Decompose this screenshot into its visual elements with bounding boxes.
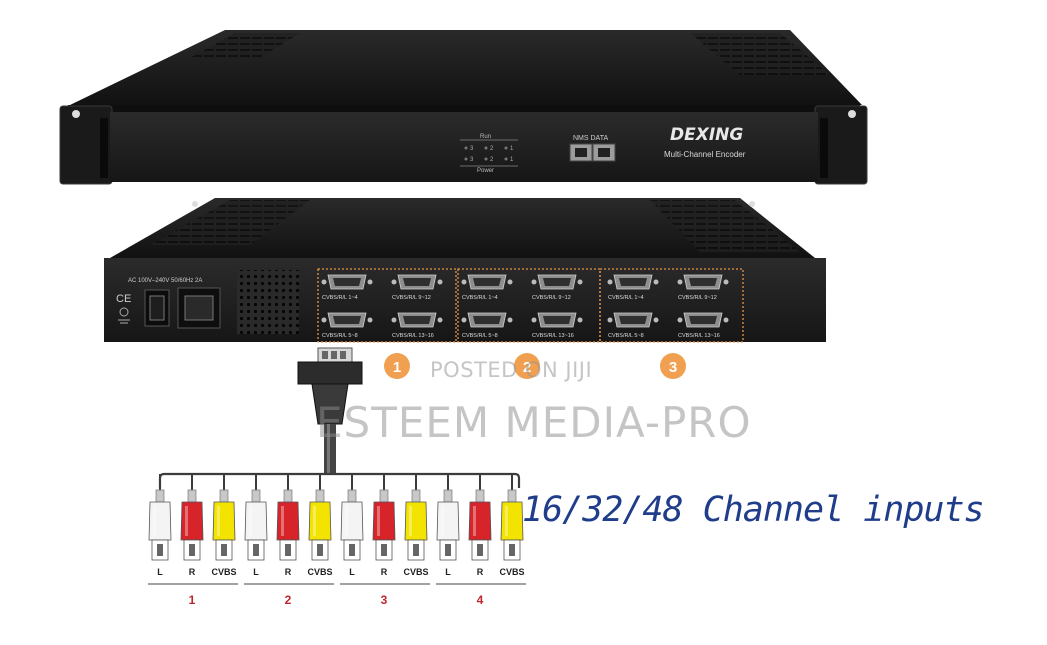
breakout-cable	[148, 347, 524, 561]
rca-plug-label: R	[285, 567, 292, 577]
port-group-2-box	[457, 268, 601, 343]
dsub-port-label: CVBS/R/L 1~4	[322, 295, 358, 301]
rca-plug	[276, 474, 300, 561]
model-name: Multi-Channel Encoder	[664, 150, 746, 159]
dsub-port-label: CVBS/R/L 1~4	[462, 295, 498, 301]
rca-plug	[500, 474, 524, 561]
dsub-port: CVBS/R/L 1~4	[461, 274, 513, 301]
power-led-label-1: 1	[510, 157, 514, 163]
channel-group-number: 1	[189, 593, 196, 607]
dsub-port-label: CVBS/R/L 9~12	[532, 295, 571, 301]
badge-1-number: 1	[393, 359, 401, 376]
rca-plug-label: CVBS	[403, 567, 428, 577]
rca-plug	[148, 474, 172, 561]
dsub-port-label: CVBS/R/L 9~12	[678, 295, 717, 301]
badge-1	[384, 353, 410, 379]
power-spec-label: AC 100V–240V 50/60Hz 2A	[128, 278, 202, 284]
dsub-port: CVBS/R/L 1~4	[321, 274, 373, 301]
badge-2	[514, 353, 540, 379]
brand-logo: DEXING	[670, 125, 743, 145]
dsub-port: CVBS/R/L 13~16	[531, 312, 583, 339]
run-label: Run	[480, 134, 491, 140]
dsub-port-label: CVBS/R/L 9~12	[392, 295, 431, 301]
rca-plug	[436, 474, 460, 561]
rca-plug	[404, 474, 428, 561]
status-led-panel: Run Power 3 2 1 3 2 1	[460, 134, 518, 174]
channel-inputs-caption: 16/32/48 Channel inputs	[522, 490, 985, 530]
rca-plug	[212, 474, 236, 561]
dsub-port: CVBS/R/L 9~12	[391, 274, 443, 301]
rca-plug	[372, 474, 396, 561]
dsub-port-label: CVBS/R/L 5~8	[608, 333, 644, 339]
rca-labels: L R CVBS 1 L R CVBS 2 L R CVBS 3 L R CVBS 4	[148, 567, 526, 607]
channel-group-number: 2	[285, 593, 292, 607]
rca-plugs	[148, 474, 524, 561]
power-led-label-3: 3	[470, 157, 474, 163]
dsub-port: CVBS/R/L 13~16	[677, 312, 729, 339]
front-encoder-unit: Run Power 3 2 1 3 2 1 NMS DATA DEXING Mu…	[59, 30, 868, 185]
seller-watermark: ESTEEM MEDIA-PRO	[316, 398, 752, 447]
nms-data-label: NMS DATA	[573, 135, 608, 142]
channel-group-number: 4	[477, 593, 484, 607]
dsub-port-label: CVBS/R/L 13~16	[678, 333, 720, 339]
rca-plug-label: L	[157, 567, 163, 577]
dsub-port-label: CVBS/R/L 5~8	[462, 333, 498, 339]
dsub-port: CVBS/R/L 5~8	[607, 312, 659, 339]
rca-plug-label: CVBS	[499, 567, 524, 577]
fan-grill	[237, 270, 299, 334]
dsub-port: CVBS/R/L 5~8	[321, 312, 373, 339]
power-label: Power	[477, 168, 494, 174]
run-led-label-2: 2	[490, 146, 494, 152]
dsub-port: CVBS/R/L 9~12	[531, 274, 583, 301]
run-led-label-1: 1	[510, 146, 514, 152]
port-group-badges: 1 2 3	[384, 353, 686, 379]
rca-plug-label: R	[477, 567, 484, 577]
rca-plug-label: L	[349, 567, 355, 577]
badge-3-number: 3	[669, 359, 677, 376]
rca-plug	[468, 474, 492, 561]
rca-plug-label: CVBS	[307, 567, 332, 577]
badge-3	[660, 353, 686, 379]
rca-plug	[340, 474, 364, 561]
rca-plug-label: L	[445, 567, 451, 577]
posted-watermark: POSTED ON JIJI	[430, 358, 593, 382]
rca-plug	[180, 474, 204, 561]
rca-plug	[244, 474, 268, 561]
dsub-port: CVBS/R/L 1~4	[607, 274, 659, 301]
ce-mark: CE	[116, 293, 131, 305]
rca-plug-label: R	[189, 567, 196, 577]
dsub-port-label: CVBS/R/L 1~4	[608, 295, 644, 301]
channel-group-number: 3	[381, 593, 388, 607]
dsub-port: CVBS/R/L 9~12	[677, 274, 729, 301]
rca-plug-label: R	[381, 567, 388, 577]
dsub-port-label: CVBS/R/L 5~8	[322, 333, 358, 339]
dsub-port: CVBS/R/L 13~16	[391, 312, 443, 339]
badge-2-number: 2	[523, 359, 531, 376]
dsub-port-label: CVBS/R/L 13~16	[532, 333, 574, 339]
dsub-port: CVBS/R/L 5~8	[461, 312, 513, 339]
rca-plug-label: CVBS	[211, 567, 236, 577]
power-led-label-2: 2	[490, 157, 494, 163]
dsub-port-label: CVBS/R/L 13~16	[392, 333, 434, 339]
run-led-label-3: 3	[470, 146, 474, 152]
nms-data-ports: NMS DATA	[569, 135, 616, 162]
port-group-1-box	[317, 268, 457, 343]
rca-plug	[308, 474, 332, 561]
rca-plug-label: L	[253, 567, 259, 577]
